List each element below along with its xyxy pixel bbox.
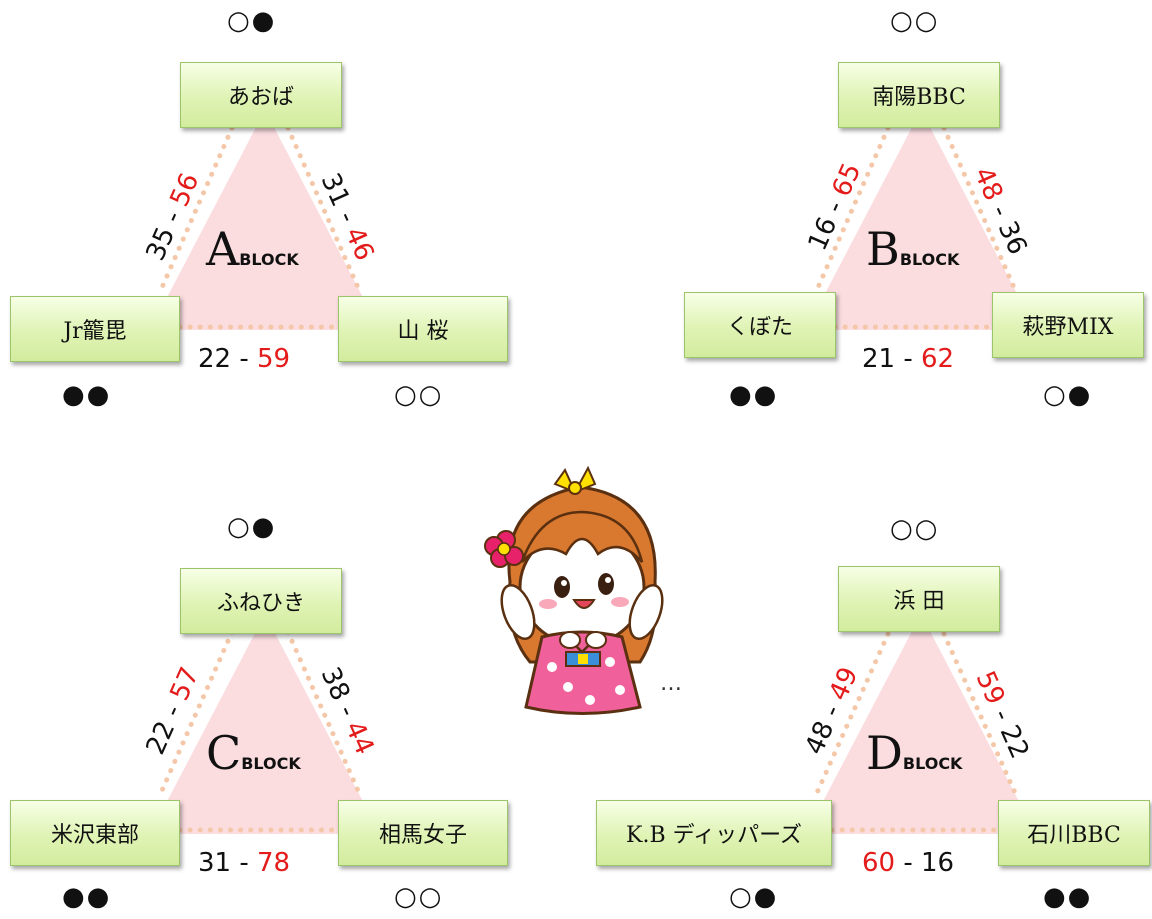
b-left-marks: ●●	[729, 380, 779, 410]
c-right-marks: ○○	[394, 882, 444, 912]
d-top-marks: ○○	[890, 514, 940, 544]
c-block-label: CBLOCK	[206, 726, 301, 780]
b-right-team: 萩野MIX	[992, 292, 1144, 358]
d-left-marks: ○●	[729, 882, 779, 912]
c-edges	[157, 629, 363, 833]
b-block-letter: B	[866, 222, 900, 276]
d-left-team: K.B ディッパーズ	[596, 800, 832, 866]
a-right-team: 山 桜	[338, 296, 508, 362]
a-block-label: ABLOCK	[206, 222, 299, 276]
d-bottom-score-lose: 16	[921, 848, 955, 878]
d-block-letter: D	[866, 726, 903, 780]
c-right-team: 相馬女子	[338, 800, 508, 866]
b-top-marks: ○○	[890, 6, 940, 36]
c-bottom-score-lose: 31	[198, 848, 232, 878]
c-left-marks: ●●	[62, 882, 112, 912]
a-left-marks: ●●	[62, 380, 112, 410]
d-right-team: 石川BBC	[998, 800, 1150, 866]
b-bottom-score-win: 62	[921, 344, 955, 374]
c-block-suffix: BLOCK	[241, 754, 301, 773]
a-bottom-score-sep: -	[239, 344, 249, 374]
b-bottom-score: 21 - 62	[862, 344, 954, 374]
a-bottom-score-win: 59	[257, 344, 291, 374]
d-right-score-sep: -	[986, 704, 1018, 726]
b-block-suffix: BLOCK	[899, 250, 960, 269]
c-top-team: ふねひき	[180, 568, 342, 634]
kimono-girl-mascot-icon: …	[484, 465, 682, 715]
c-left-team: 米沢東部	[10, 800, 180, 866]
a-block-letter: A	[206, 222, 240, 276]
b-right-marks: ○●	[1043, 380, 1093, 410]
b-left-team: くぼた	[684, 292, 836, 358]
a-top-team: あおば	[180, 62, 342, 128]
d-bottom-score-sep: -	[903, 848, 913, 878]
a-right-marks: ○○	[394, 380, 444, 410]
mascot-ellipsis: …	[660, 671, 682, 696]
b-bottom-score-lose: 21	[862, 344, 896, 374]
b-bottom-score-sep: -	[903, 344, 913, 374]
d-block-label: DBLOCK	[866, 726, 962, 780]
a-bottom-score: 22 - 59	[198, 344, 290, 374]
a-top-marks: ○●	[227, 6, 277, 36]
a-left-team: Jr籠毘	[10, 296, 180, 362]
c-bottom-score-win: 78	[257, 848, 291, 878]
d-block-suffix: BLOCK	[902, 754, 963, 773]
c-bottom-score: 31 - 78	[198, 848, 290, 878]
d-right-marks: ●●	[1043, 882, 1093, 912]
d-bottom-score: 60 - 16	[862, 848, 954, 878]
a-block-suffix: BLOCK	[239, 250, 299, 269]
b-top-team: 南陽BBC	[838, 62, 1000, 128]
c-block-letter: C	[206, 726, 242, 780]
c-bottom-score-sep: -	[239, 848, 249, 878]
b-edges	[813, 125, 1019, 330]
d-bottom-score-win: 60	[862, 848, 896, 878]
c-top-marks: ○●	[227, 512, 277, 542]
a-edges	[157, 125, 363, 330]
d-left-score-sep: -	[816, 700, 848, 722]
d-top-team: 浜 田	[838, 566, 1000, 632]
a-bottom-score-lose: 22	[198, 344, 232, 374]
b-block-label: BBLOCK	[866, 222, 959, 276]
